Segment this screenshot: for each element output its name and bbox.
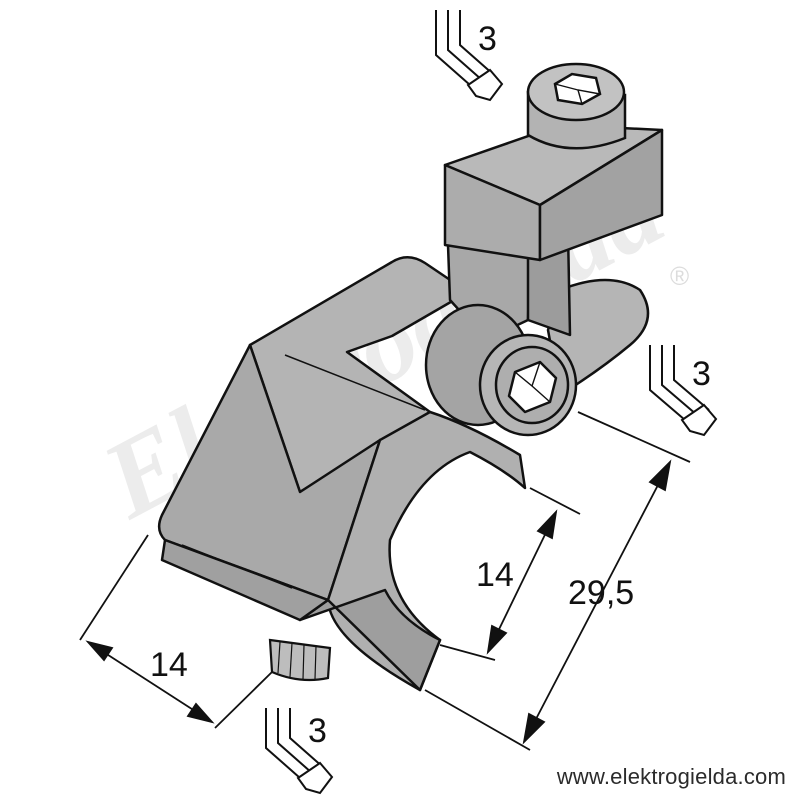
- hex-key-icon-top: [435, 10, 504, 102]
- hex-key-size-top: 3: [478, 20, 497, 58]
- clamp-bend-line-bottom: [181, 544, 293, 589]
- hex-key-icon-right: [649, 345, 718, 437]
- dimension-height-label: 29,5: [568, 574, 634, 612]
- hex-key-size-bottom: 3: [308, 712, 327, 750]
- hex-key-size-right: 3: [692, 355, 711, 393]
- dimension-jaw-opening-label: 14: [476, 556, 514, 594]
- clamp-bend-line-top: [284, 354, 426, 411]
- socket-head-screw: [526, 62, 627, 150]
- dimension-lines: [79, 411, 691, 751]
- hex-key-icon-bottom: [265, 708, 334, 795]
- threaded-stud: [268, 638, 332, 682]
- clamp-lower-jaw: [298, 588, 442, 692]
- clamp-body: [157, 256, 527, 692]
- dimension-width-label: 14: [150, 646, 188, 684]
- footer-website[interactable]: www.elektrogielda.com: [556, 764, 786, 789]
- block-side: [538, 128, 664, 262]
- registered-mark: ®: [670, 261, 689, 291]
- clamp-top-plate: [248, 256, 470, 494]
- clamp-front-edge: [160, 538, 330, 622]
